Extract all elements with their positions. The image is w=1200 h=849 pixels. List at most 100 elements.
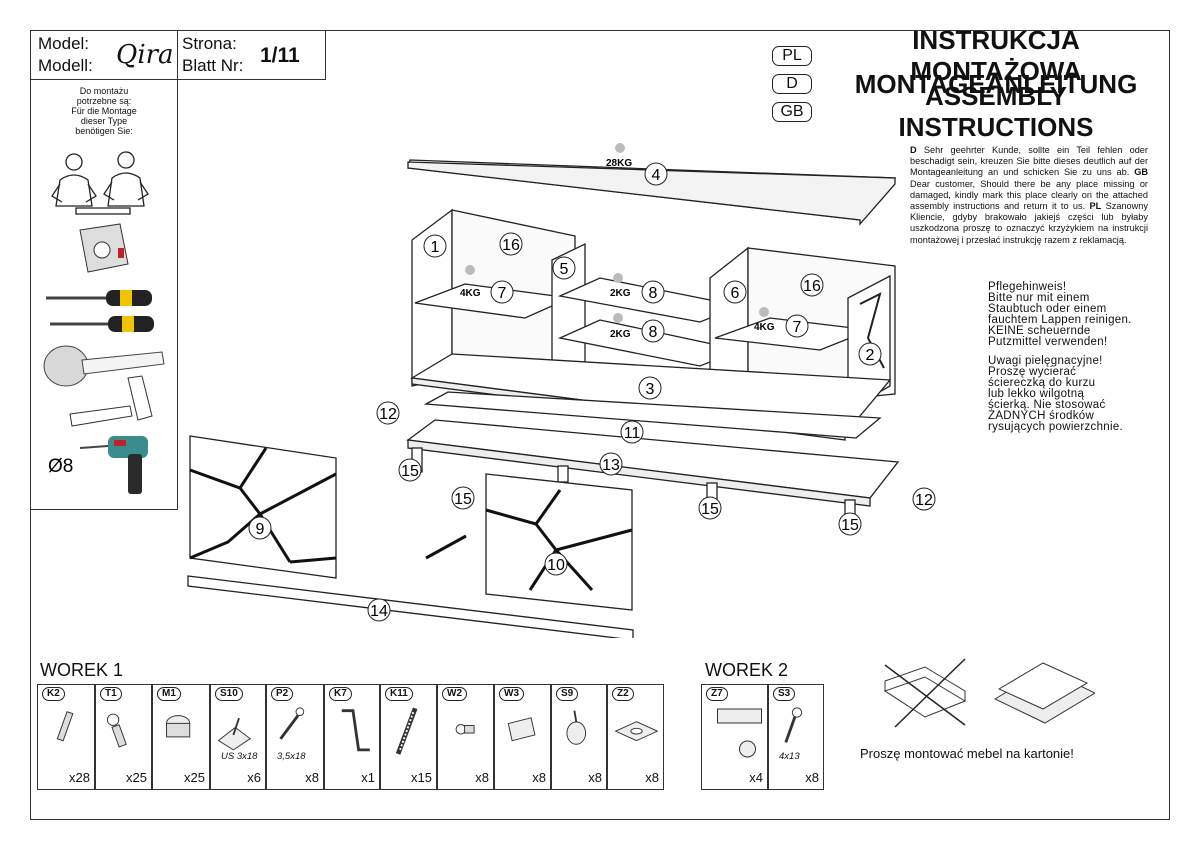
part-14: 14 [370, 603, 388, 620]
model-box: Model: Modell: Qira [30, 30, 178, 80]
bag-1-item-s10: S10 US 3x18 x6 [210, 684, 266, 790]
k2-hardware-icon [56, 711, 74, 742]
frame-11 [423, 391, 882, 439]
part-qty: x15 [411, 770, 432, 785]
bag-1-item-z2: Z2 x8 [607, 684, 664, 790]
part-code: W3 [499, 687, 524, 701]
part-qty: x6 [247, 770, 261, 785]
k7-hardware-icon [341, 709, 370, 752]
z7-hardware-icon [717, 708, 762, 758]
title-de: D MONTAGEANLEITUNG [772, 69, 1166, 99]
front-door-10 [485, 473, 633, 611]
carton-illustration [883, 658, 1095, 728]
plinth-14 [187, 575, 634, 638]
bag-1-item-s9: S9 x8 [551, 684, 607, 790]
part-spec: 3,5x18 [277, 751, 306, 762]
part-code: S9 [556, 687, 579, 701]
z2-hardware-icon [614, 721, 659, 742]
bag-1-item-w3: W3 x8 [494, 684, 551, 790]
drill-icon [79, 436, 148, 494]
page-number: 1/11 [260, 44, 300, 67]
bag-1-item-w2: W2 x8 [437, 684, 494, 790]
part-spec: US 3x18 [221, 751, 258, 762]
bag-1-item-k2: K2 x28 [37, 684, 95, 790]
page-box: Strona: Blatt Nr: 1/11 [178, 30, 326, 80]
bag-1-title: WOREK 1 [40, 660, 124, 680]
part-8-upper: 8 [649, 285, 658, 302]
part-code: Z2 [612, 687, 634, 701]
leg-4 [557, 465, 569, 483]
part-6: 6 [731, 285, 740, 302]
part-10: 10 [547, 557, 565, 574]
drill-size: Ø8 [48, 456, 73, 477]
weight-shelf-left: 4KG [460, 288, 481, 299]
s3-hardware-icon [784, 707, 803, 743]
t1-hardware-icon [106, 713, 127, 748]
part-code: P2 [271, 687, 294, 701]
bag-1-item-p2: P2 3,5x18 x8 [266, 684, 324, 790]
part-code: M1 [157, 687, 181, 701]
weight-shelf-mid-lower: 2KG [610, 329, 631, 340]
w2-hardware-icon [455, 724, 475, 735]
part-15-c: 15 [701, 501, 719, 518]
bag-1-item-t1: T1 x25 [95, 684, 152, 790]
part-qty: x8 [532, 770, 546, 785]
part-code: K2 [42, 687, 65, 701]
part-8-lower: 8 [649, 324, 658, 341]
lang-code-pl: PL [772, 46, 812, 66]
part-code: W2 [442, 687, 467, 701]
part-12-right: 12 [915, 492, 933, 509]
part-15-a: 15 [401, 463, 419, 480]
hammer-icon [69, 375, 153, 427]
part-13: 13 [602, 457, 620, 474]
weight-top: 28KG [606, 158, 632, 169]
weight-shelf-mid-upper: 2KG [610, 288, 631, 299]
lang-code-de: D [772, 74, 812, 94]
tape-measure-icon [79, 223, 129, 273]
part-qty: x8 [305, 770, 319, 785]
front-door-9 [189, 435, 337, 579]
part-qty: x8 [588, 770, 602, 785]
part-qty: x8 [805, 770, 819, 785]
part-code: K11 [385, 687, 413, 701]
screwdriver-flat-icon [46, 290, 152, 306]
s10-hardware-icon [217, 717, 252, 751]
model-name: Qira [116, 40, 174, 70]
part-qty: x8 [645, 770, 659, 785]
tools-column: Do montażu potrzebne są: Für die Montage… [30, 80, 178, 510]
part-qty: x25 [126, 770, 147, 785]
two-people-icon [51, 151, 149, 215]
w3-hardware-icon [507, 717, 536, 742]
part-16-left: 16 [502, 237, 520, 254]
title-pl: PL INSTRUKCJA MONTAŻOWA [772, 25, 1166, 86]
page-label: Strona: [182, 34, 237, 53]
lang-code-gb: GB [772, 102, 812, 122]
page-label-de: Blatt Nr: [182, 56, 244, 75]
part-12-left: 12 [379, 406, 397, 423]
part-11: 11 [624, 425, 641, 442]
s9-hardware-icon [566, 710, 587, 745]
part-3: 3 [646, 381, 655, 398]
exploded-assembly-drawing: 28KG 4KG 2KG 2KG 4KG 4 1 16 5 7 8 8 6 16… [187, 143, 900, 638]
model-label-de: Modell: [38, 56, 93, 75]
part-code: T1 [100, 687, 122, 701]
part-qty: x28 [69, 770, 90, 785]
bag-1-item-k11: K11 x15 [380, 684, 437, 790]
part-9: 9 [256, 521, 265, 538]
screwdriver-cross-icon [50, 316, 154, 332]
part-5: 5 [560, 261, 569, 278]
complaint-notice: D Sehr geehrter Kunde, sollte ein Teil f… [910, 145, 1148, 245]
bag-2-title: WOREK 2 [705, 660, 789, 680]
part-7-right: 7 [793, 319, 802, 336]
model-label: Model: [38, 34, 90, 53]
part-code: S10 [215, 687, 243, 701]
title-gb: GB ASSEMBLY INSTRUCTIONS [772, 81, 1166, 142]
part-qty: x8 [475, 770, 489, 785]
part-code: K7 [329, 687, 352, 701]
part-2: 2 [866, 347, 875, 364]
care-note-de: Pflegehinweis! Bitte nur mit einem Staub… [988, 281, 1132, 348]
